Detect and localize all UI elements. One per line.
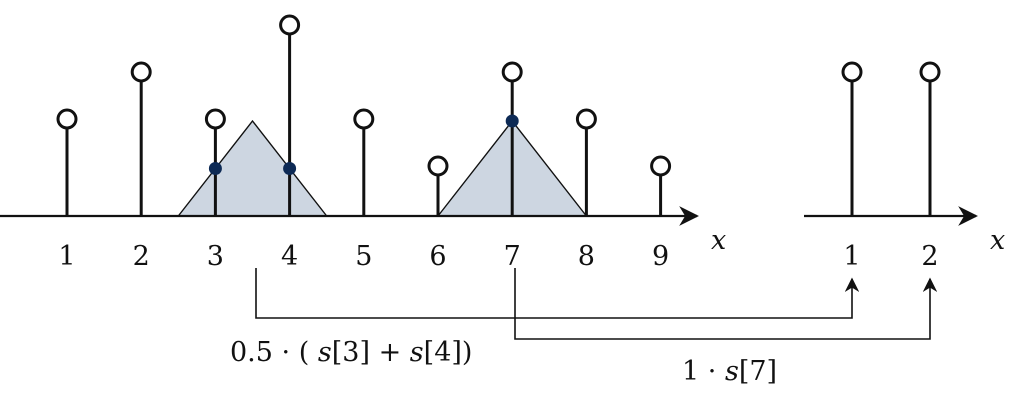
formula-2-coef: 1 [682,356,699,387]
formula-2-dot: · [708,356,717,387]
left-tick-4: 4 [281,241,298,272]
left-stems [56,14,672,216]
formula-1-s1: s [318,337,332,368]
left-stem-head-9 [650,155,672,177]
left-stem-head-3 [204,108,226,130]
sample-dot-4 [283,162,297,175]
formula-2-s: s [725,356,739,387]
left-stem-head-6 [427,155,449,177]
formula-1-open: ( [299,337,310,368]
connector-arrow-1 [255,268,860,319]
triangle-kernels [176,119,588,217]
right-tick-2: 2 [921,241,938,272]
formula-2-idx: [7] [739,356,777,387]
sample-dot-7 [505,114,519,128]
triangle-kernel-1 [176,119,329,217]
left-stem-head-1 [56,108,78,130]
left-stem-head-5 [353,108,375,130]
right-tick-1: 1 [843,241,860,272]
right-stem-head-2 [919,61,941,83]
sample-dot-3 [208,162,222,175]
left-tick-3: 3 [207,241,224,272]
left-stem-head-2 [130,61,152,83]
sample-dots [208,114,519,175]
connector-arrow-2 [514,268,938,340]
left-tick-6: 6 [429,241,446,272]
formula-1-s2: s [410,337,424,368]
formula-1-plus: + [379,337,402,368]
left-tick-5: 5 [355,241,372,272]
left-stem-head-7 [501,61,523,83]
formula-single: 1 · s[7] [682,356,777,387]
left-tick-labels: 1 2 3 4 5 6 7 8 9 [58,241,669,272]
left-tick-7: 7 [504,241,521,272]
left-tick-9: 9 [652,241,669,272]
right-axis-label: x [990,225,1005,256]
formula-1-close: ) [462,337,473,368]
left-stem-head-4 [279,14,301,36]
right-stems [841,61,941,216]
left-stem-head-8 [575,108,597,130]
left-tick-1: 1 [58,241,75,272]
formula-1-dot: · [282,337,291,368]
formula-average: 0.5 · ( s[3] + s[4]) [230,337,472,368]
formula-1-coef: 0.5 [230,337,273,368]
left-tick-2: 2 [133,241,150,272]
formula-1-idx1: [3] [332,337,370,368]
right-stem-head-1 [841,61,863,83]
left-tick-8: 8 [578,241,595,272]
formula-1-idx2: [4] [424,337,462,368]
left-axis-label: x [711,225,726,256]
